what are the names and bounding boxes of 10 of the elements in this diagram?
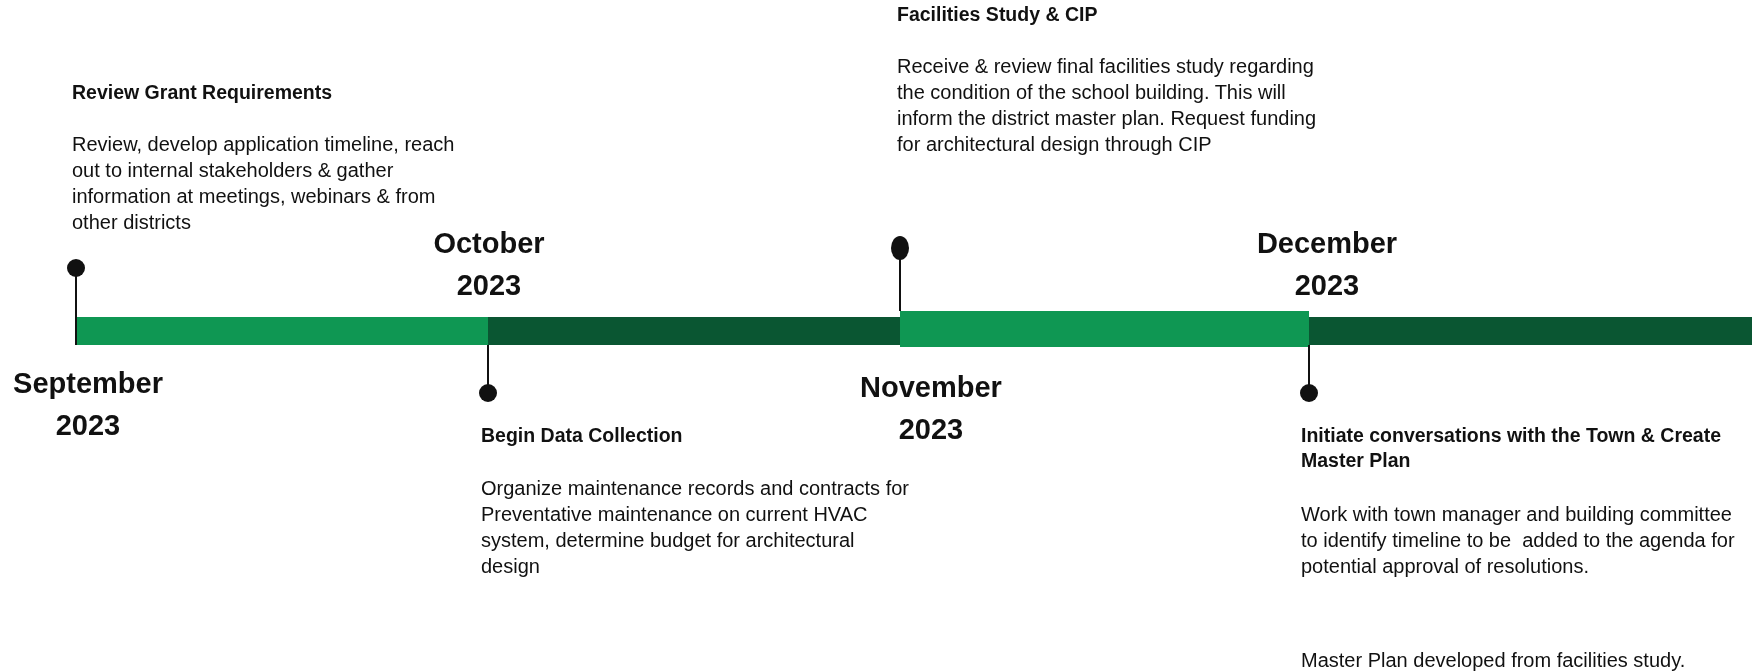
event-description: Organize maintenance records and contracts for Preventative maintenance on current HVAC system, determine budget for architectural design bbox=[481, 476, 910, 579]
date-label: December 2023 bbox=[1255, 226, 1399, 303]
event-heading: Initiate conversations with the Town & Create Master Plan bbox=[1301, 423, 1723, 473]
event-heading: Facilities Study & CIP bbox=[897, 2, 1099, 27]
event-description: Receive & review final facilities study regarding the condition of the school building. This will inform the district master plan. Request funding for architectural design through CIP bbox=[897, 54, 1318, 157]
date-label: November 2023 bbox=[859, 370, 1003, 447]
event-description: Work with town manager and building committee to identify timeline to be added to the agenda for potential approval of resolutions. bbox=[1301, 502, 1736, 579]
event-description: Master Plan developed from facilities study. bbox=[1301, 648, 1687, 671]
date-label: September 2023 bbox=[12, 366, 164, 443]
event-heading: Review Grant Requirements bbox=[72, 80, 334, 105]
